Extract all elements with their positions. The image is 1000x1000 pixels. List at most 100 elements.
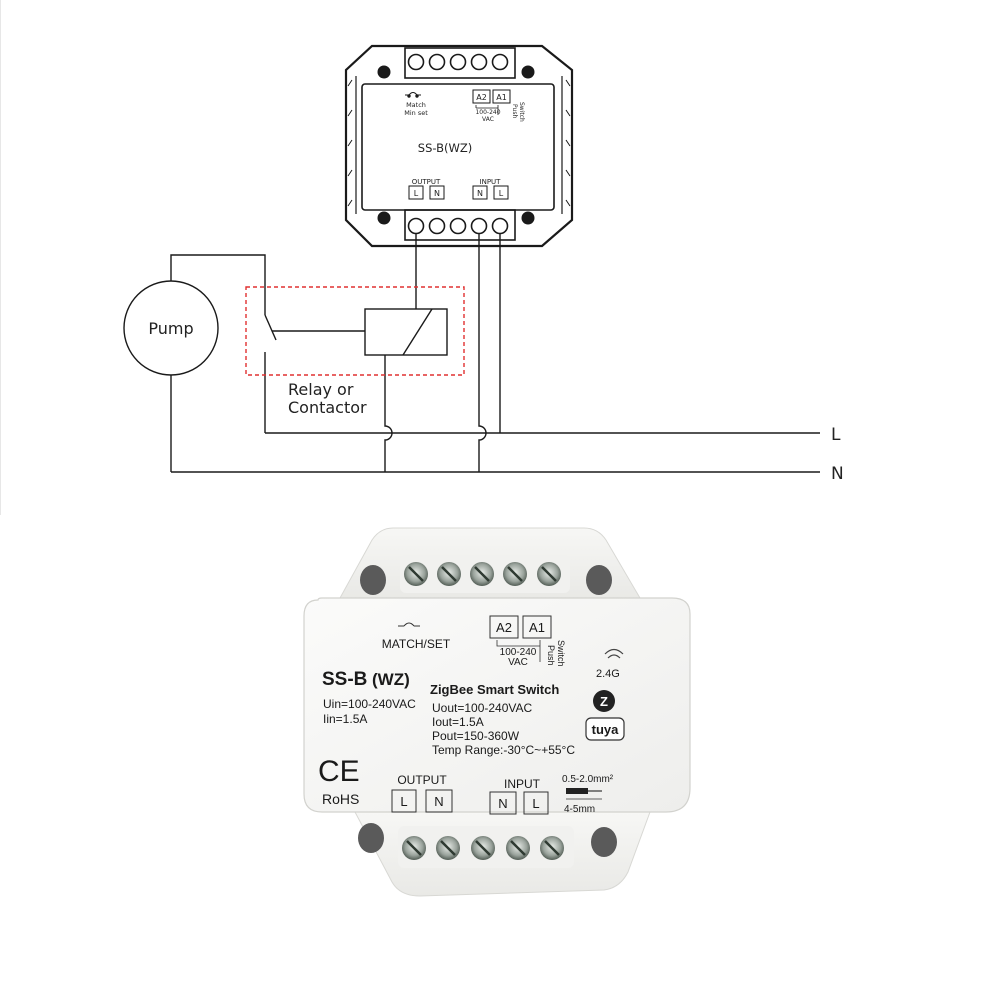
strip-length: 4-5mm bbox=[564, 804, 595, 815]
bottom-terminal-1 bbox=[407, 217, 425, 235]
relay-highlight-box bbox=[245, 286, 465, 376]
relay-label-1: Relay or bbox=[288, 380, 354, 399]
mount-hole-bottom-right bbox=[591, 827, 617, 857]
product-out-l-box bbox=[391, 789, 417, 813]
diagram-vac-range: 100-240 bbox=[475, 109, 500, 116]
product-input-title: INPUT bbox=[504, 777, 541, 791]
product-uin: Uin=100-240VAC bbox=[323, 697, 416, 711]
product-a2-label: A2 bbox=[496, 620, 512, 635]
product-a1-label: A1 bbox=[529, 620, 545, 635]
mount-hole-br bbox=[521, 211, 535, 225]
diagram-module bbox=[344, 44, 574, 248]
module-housing bbox=[344, 44, 574, 248]
diagram-push-label: Push bbox=[511, 104, 518, 118]
product-pout: Pout=150-360W bbox=[432, 729, 520, 743]
diagram-match-label: Match bbox=[406, 101, 426, 109]
input-n-wire bbox=[478, 234, 487, 472]
mount-hole-bl bbox=[377, 211, 391, 225]
product-vac-range: 100-240 bbox=[500, 647, 537, 658]
diagram-module-labels: Match Min set A2 A1 100-240 VAC Push Swi… bbox=[404, 93, 525, 198]
product-out-l: L bbox=[400, 794, 407, 809]
wire-insulation-icon bbox=[566, 788, 588, 794]
mount-hole-top-right bbox=[586, 565, 612, 595]
product-iin: Iin=1.5A bbox=[323, 712, 367, 726]
tuya-logo-text: tuya bbox=[592, 722, 620, 737]
product-face-print: MATCH/SET A2 A1 100-240 VAC Push Switch … bbox=[318, 615, 625, 815]
diagram-input-title: INPUT bbox=[480, 178, 502, 186]
product-a1-box bbox=[522, 615, 552, 639]
product-in-l-box bbox=[523, 791, 549, 815]
diagram-in-n: N bbox=[477, 189, 483, 198]
product-title: ZigBee Smart Switch bbox=[430, 682, 559, 697]
diagram-a2-label: A2 bbox=[476, 93, 487, 102]
diagram-vac-unit: VAC bbox=[482, 116, 494, 123]
pump-label: Pump bbox=[148, 319, 193, 338]
product-iout: Iout=1.5A bbox=[432, 715, 484, 729]
top-terminal-3 bbox=[449, 53, 467, 71]
product-in-n-box bbox=[489, 791, 517, 815]
diagram-a1-label: A1 bbox=[496, 93, 507, 102]
product-switch-label: Switch bbox=[556, 640, 566, 667]
product-temp: Temp Range:-30°C~+55°C bbox=[432, 743, 575, 757]
match-set-label: MATCH/SET bbox=[382, 637, 451, 651]
bottom-terminal-5 bbox=[491, 217, 509, 235]
product-vac-unit: VAC bbox=[508, 657, 528, 668]
diagram-switch-label: Switch bbox=[518, 102, 525, 122]
tuya-logo-icon bbox=[585, 717, 625, 741]
product-output-title: OUTPUT bbox=[397, 773, 447, 787]
zigbee-logo-text: Z bbox=[600, 694, 608, 709]
product-in-l: L bbox=[532, 796, 539, 811]
product-model-suffix: (WZ) bbox=[372, 670, 410, 689]
product-a2-box bbox=[489, 615, 519, 639]
match-symbol-icon bbox=[398, 622, 420, 627]
diagram-in-n-box bbox=[472, 185, 488, 200]
band-label: 2.4G bbox=[596, 668, 620, 680]
wireless-signal-icon bbox=[604, 648, 624, 659]
top-terminal-1 bbox=[407, 53, 425, 71]
product-uout: Uout=100-240VAC bbox=[432, 701, 533, 715]
mount-hole-tl bbox=[377, 65, 391, 79]
wire-cross-section: 0.5-2.0mm² bbox=[562, 774, 614, 785]
top-terminal-4 bbox=[470, 53, 488, 71]
diagram-in-l: L bbox=[499, 189, 504, 198]
diagram-in-l-box bbox=[493, 185, 509, 200]
bottom-terminal-4 bbox=[470, 217, 488, 235]
product-out-n: N bbox=[434, 794, 443, 809]
product-out-n-box bbox=[425, 789, 453, 813]
product-push-label: Push bbox=[546, 645, 556, 666]
relay-contact bbox=[264, 314, 277, 341]
rohs-mark: RoHS bbox=[322, 791, 359, 807]
front-face bbox=[303, 597, 691, 813]
line-l-label: L bbox=[831, 425, 841, 445]
product-device bbox=[303, 527, 691, 897]
diagram-out-l-box bbox=[408, 185, 424, 200]
mount-hole-top-left bbox=[360, 565, 386, 595]
diagram-minset-label: Min set bbox=[404, 109, 428, 117]
product-model-prefix: SS-B bbox=[322, 669, 367, 690]
wiring-lines bbox=[123, 234, 820, 473]
diagram-wiring-labels: Pump Relay or Contactor L N bbox=[148, 319, 843, 484]
zigbee-logo-icon bbox=[593, 690, 615, 712]
relay-coil bbox=[364, 308, 448, 356]
top-terminal-5 bbox=[491, 53, 509, 71]
ce-mark: CE bbox=[318, 755, 360, 788]
bottom-terminal-3 bbox=[449, 217, 467, 235]
bottom-screws bbox=[398, 826, 574, 868]
relay-label-2: Contactor bbox=[288, 398, 367, 417]
diagram-model-label: SS-B(WZ) bbox=[418, 141, 472, 155]
diagram-output-title: OUTPUT bbox=[412, 178, 441, 186]
diagram-out-n: N bbox=[434, 189, 440, 198]
diagram-a1-box bbox=[492, 89, 511, 104]
pump-top-wire bbox=[170, 254, 266, 315]
diagram-a2-box bbox=[472, 89, 491, 104]
diagram-out-n-box bbox=[429, 185, 445, 200]
top-screws bbox=[400, 555, 570, 593]
top-terminal-2 bbox=[428, 53, 446, 71]
bottom-terminal-2 bbox=[428, 217, 446, 235]
line-n-label: N bbox=[831, 464, 844, 484]
product-in-n: N bbox=[498, 796, 507, 811]
mount-hole-tr bbox=[521, 65, 535, 79]
mount-hole-bottom-left bbox=[358, 823, 384, 853]
diagram-out-l: L bbox=[414, 189, 419, 198]
